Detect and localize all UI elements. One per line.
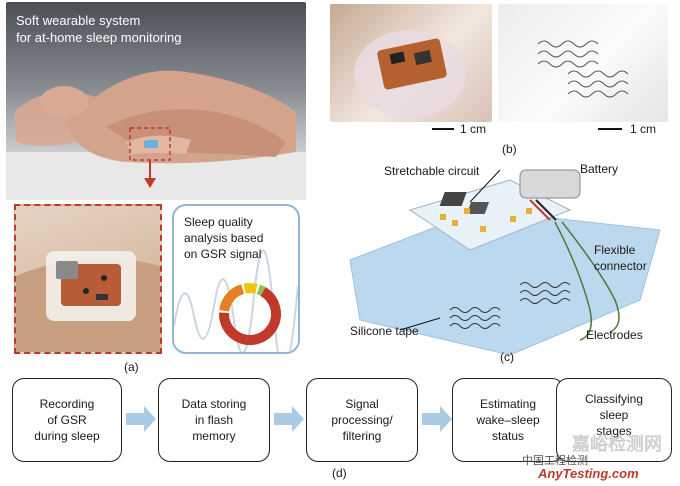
scale-label-right: 1 cm [630, 122, 657, 136]
panel-d-label: (d) [332, 466, 347, 480]
label-silicone-tape: Silicone tape [350, 324, 419, 338]
scale-bar-right [598, 128, 622, 130]
scale-label-left: 1 cm [460, 122, 487, 136]
flow-arrow-3 [422, 406, 452, 432]
stretchable-circuit-photo [330, 4, 492, 122]
circuit-hand-illustration [354, 30, 466, 118]
gsr-analysis-panel [172, 204, 300, 371]
schematic-illustration [349, 169, 661, 356]
flow-step-1: Recording of GSR during sleep [12, 378, 122, 462]
watermark-line3: AnyTesting.com [538, 466, 639, 481]
label-flexible-connector: Flexible connector [594, 243, 647, 273]
electrodes-mesh [449, 282, 571, 329]
electrode-mesh-illustration [537, 40, 629, 98]
flow-step-1-text: Recording of GSR during sleep [34, 397, 100, 443]
flow-step-5: Classifying sleep stages [556, 378, 672, 462]
flow-step-3: Signal processing/ filtering [306, 378, 418, 462]
flow-step-3-text: Signal processing/ filtering [331, 397, 393, 443]
label-electrodes: Electrodes [586, 328, 643, 342]
scale-bar-left [432, 128, 454, 130]
watermark-line1: 嘉峪检测网 [572, 434, 662, 454]
watermark-line2: 中国工程检测 [522, 455, 588, 467]
device-marker [144, 140, 158, 148]
wrist-device-photo [14, 204, 162, 354]
panel-a-illustration [6, 2, 306, 200]
panel-c-label: (c) [500, 350, 514, 364]
flow-arrow-2 [274, 406, 304, 432]
flow-step-5-text: Classifying sleep stages [584, 392, 644, 438]
flow-step-4: Estimating wake–sleep status [452, 378, 564, 462]
panel-b-label: (b) [502, 142, 517, 156]
panel-a-label: (a) [124, 360, 139, 374]
flow-step-2: Data storing in flash memory [158, 378, 270, 462]
label-stretchable-circuit: Stretchable circuit [384, 164, 480, 178]
flow-step-2-text: Data storing in flash memory [181, 397, 247, 443]
gsr-label: Sleep quality analysis based on GSR sign… [184, 215, 264, 261]
system-schematic [340, 150, 670, 370]
flow-arrow-1 [126, 406, 156, 432]
wrist-device-illustration [16, 251, 160, 352]
label-battery: Battery [580, 162, 619, 176]
panel-a-title: Soft wearable system for at-home sleep m… [16, 13, 182, 45]
flow-step-4-text: Estimating wake–sleep status [476, 397, 540, 443]
electrode-photo [498, 4, 668, 122]
sleeping-person-illustration [6, 70, 306, 200]
gsr-chart [173, 249, 299, 371]
